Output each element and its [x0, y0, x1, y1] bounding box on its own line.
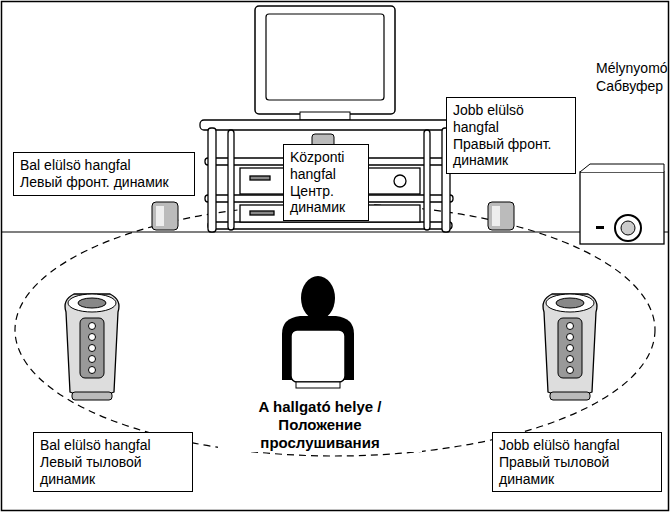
subwoofer-label: Mélynyomó — [596, 60, 668, 77]
hungarian-label: Jobb elülsö hangfal — [453, 102, 569, 136]
speaker-label-box: Bal elülsö hangfalЛевый тыловой динамик — [33, 432, 193, 492]
speaker-label-box: Jobb elülsö hangfalПравый тыловой динами… — [492, 432, 662, 492]
hungarian-label: Központi hangfal — [290, 149, 362, 183]
front-left-speaker — [152, 202, 178, 230]
subwoofer — [580, 164, 664, 244]
rear-left-speaker — [65, 294, 119, 400]
subwoofer-label: Сабвуфер — [596, 78, 663, 95]
russian-label: Правый тыловой динамик — [499, 454, 655, 488]
tv-stand — [200, 120, 458, 232]
listener — [282, 276, 354, 388]
speaker-label-box: Jobb elülsö hangfalПравый фронт. динамик — [446, 97, 576, 174]
russian-label: Правый фронт. динамик — [453, 136, 569, 170]
russian-label: Центр. динамик — [290, 183, 362, 217]
speaker-label-box: Bal elülsö hangfalЛевый фронт. динамик — [13, 152, 195, 196]
tv — [255, 6, 395, 120]
listening-circle — [15, 204, 655, 456]
hungarian-label: Bal elülsö hangfal — [20, 157, 188, 174]
hungarian-label: Jobb elülsö hangfal — [499, 437, 655, 454]
rear-right-speaker — [543, 294, 597, 400]
russian-label: Левый фронт. динамик — [20, 174, 188, 191]
hungarian-label: Bal elülsö hangfal — [40, 437, 186, 454]
russian-label: Левый тыловой динамик — [40, 454, 186, 488]
listening-position-label: A hallgató helye / Положение прослушиван… — [218, 398, 422, 452]
front-right-speaker — [488, 202, 514, 230]
floor-line — [2, 231, 668, 232]
speaker-label-box: Központi hangfalЦентр. динамик — [283, 144, 369, 221]
